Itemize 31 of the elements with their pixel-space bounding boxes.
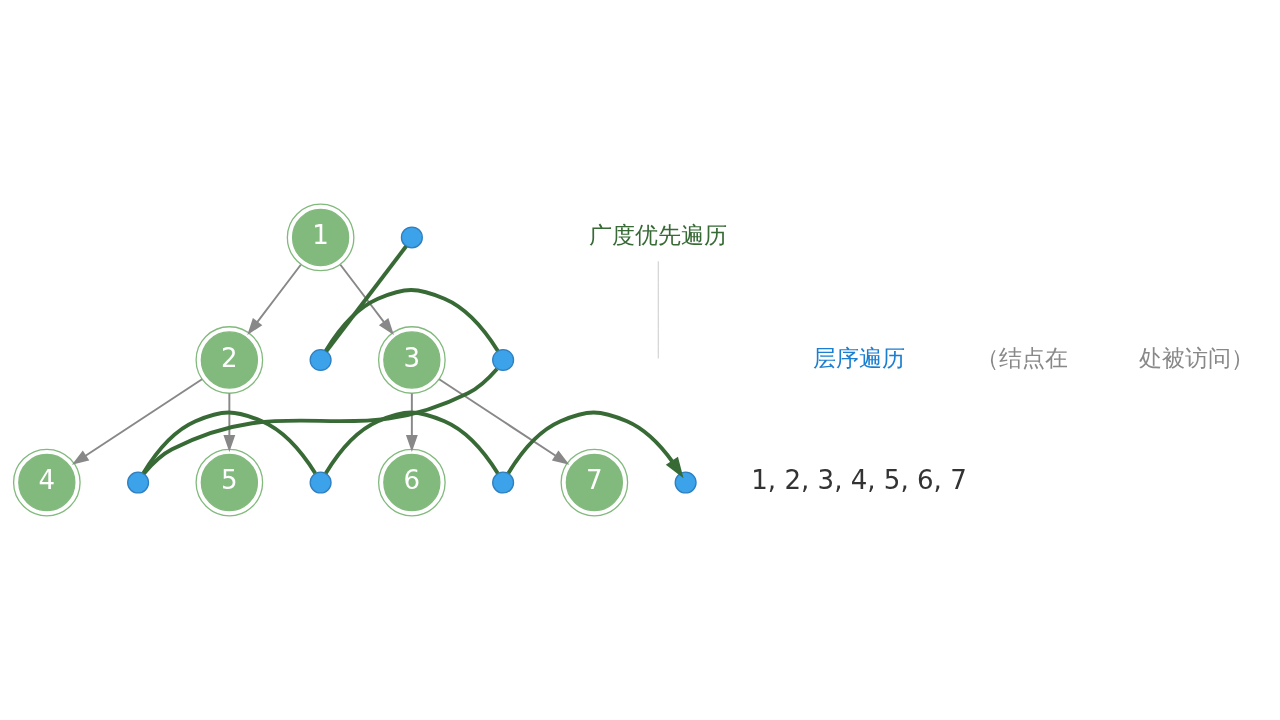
label: 层序遍历 bbox=[813, 343, 906, 372]
arrow bbox=[339, 263, 394, 336]
node-circle bbox=[492, 348, 515, 372]
node-text: 广度优先遍历 bbox=[589, 221, 728, 250]
node-circle: 4 bbox=[12, 448, 81, 517]
node-circle: 1 bbox=[286, 203, 355, 272]
arrow bbox=[506, 410, 684, 479]
node-circle bbox=[400, 226, 423, 249]
connector bbox=[324, 410, 500, 475]
node-circle: 6 bbox=[377, 448, 446, 517]
label: （结点在 bbox=[975, 343, 1068, 372]
connector bbox=[324, 288, 500, 352]
connector bbox=[142, 367, 499, 475]
node-circle bbox=[309, 348, 332, 372]
node-circle: 7 bbox=[560, 448, 629, 517]
node-circle bbox=[492, 471, 515, 494]
node-circle bbox=[674, 471, 697, 494]
arrow bbox=[71, 378, 203, 465]
arrow bbox=[405, 392, 418, 452]
arrow bbox=[223, 392, 236, 452]
node-circle bbox=[127, 471, 150, 494]
node-circle bbox=[309, 471, 332, 494]
node-circle: 3 bbox=[377, 326, 446, 394]
label: 处被访问） bbox=[1139, 343, 1255, 372]
node-circle: 2 bbox=[195, 326, 264, 394]
connector bbox=[141, 410, 317, 475]
arrow bbox=[247, 263, 302, 336]
arrow bbox=[438, 378, 570, 465]
label: 1, 2, 3, 4, 5, 6, 7 bbox=[751, 465, 967, 496]
node-circle: 5 bbox=[195, 448, 264, 517]
connector bbox=[657, 260, 659, 359]
